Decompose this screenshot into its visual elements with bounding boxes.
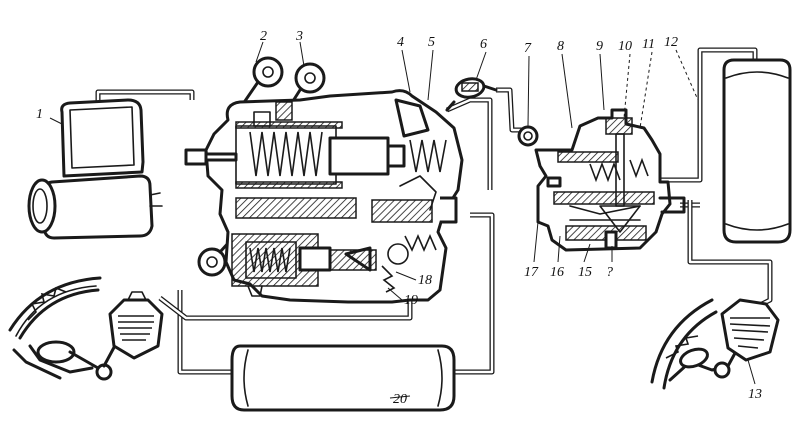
label-11: 11: [642, 37, 655, 52]
label-8: 8: [557, 39, 564, 54]
part-1-drive-unit: [27, 98, 163, 240]
label-12: 12: [664, 35, 678, 50]
valve-block: [517, 108, 686, 252]
label-1: 1: [36, 107, 43, 122]
label-4: 4: [397, 35, 404, 50]
label-13: 13: [748, 387, 762, 402]
part-13-brake-chamber: [650, 298, 780, 390]
part-labels: 1 2 3 4 5 6 7 8 9 10 11 12 13 15 16 17 ?…: [36, 29, 762, 407]
label-10: 10: [618, 39, 632, 54]
label-15: 15: [578, 265, 592, 280]
label-9: 9: [596, 39, 603, 54]
label-5: 5: [428, 35, 435, 50]
compressor-assembly: [184, 56, 464, 304]
label-3: 3: [295, 29, 303, 44]
reservoir-bottom: [230, 344, 456, 412]
label-17: 17: [524, 265, 539, 280]
label-19: 19: [404, 293, 418, 308]
brake-chamber-left: [8, 276, 164, 381]
label-illegible: ?: [606, 265, 613, 280]
label-20: 20: [393, 392, 407, 407]
label-18: 18: [418, 273, 432, 288]
label-7: 7: [524, 41, 532, 56]
label-6: 6: [480, 37, 487, 52]
reservoir-right: [722, 58, 792, 244]
label-2: 2: [260, 29, 267, 44]
air-lines: [95, 47, 773, 375]
part-6-valve: [445, 77, 498, 112]
leader-lines: [49, 41, 756, 399]
label-16: 16: [550, 265, 564, 280]
